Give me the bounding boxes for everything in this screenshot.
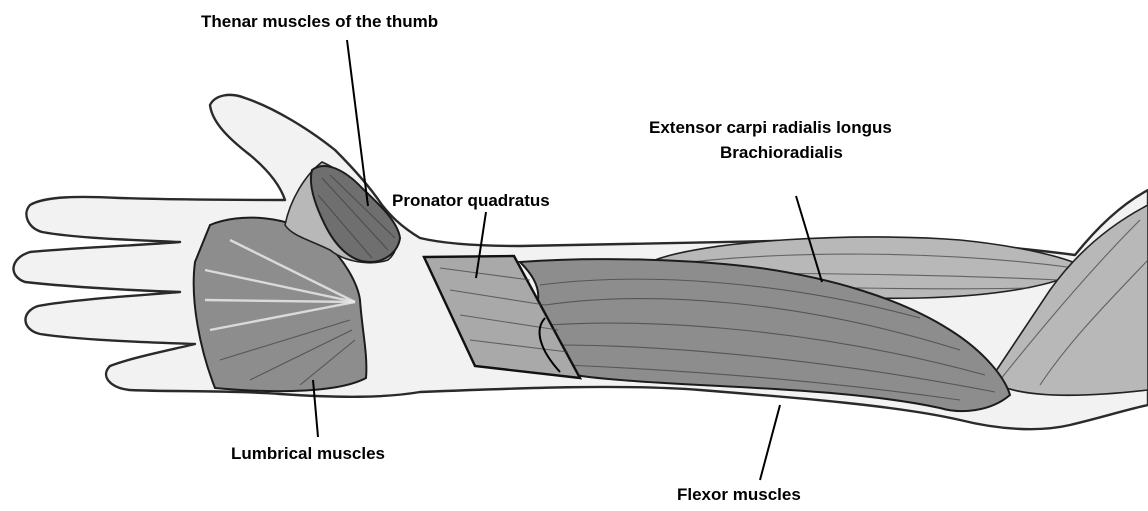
label-brachioradialis: Brachioradialis [720,143,843,162]
label-pronator-quadratus: Pronator quadratus [392,191,550,210]
label-thenar-muscles: Thenar muscles of the thumb [201,12,438,31]
label-lumbrical-muscles: Lumbrical muscles [231,444,385,463]
label-extensor-carpi-radialis-longus: Extensor carpi radialis longus [649,118,892,137]
flexor-leader-line [760,405,780,480]
label-flexor-muscles: Flexor muscles [677,485,801,504]
